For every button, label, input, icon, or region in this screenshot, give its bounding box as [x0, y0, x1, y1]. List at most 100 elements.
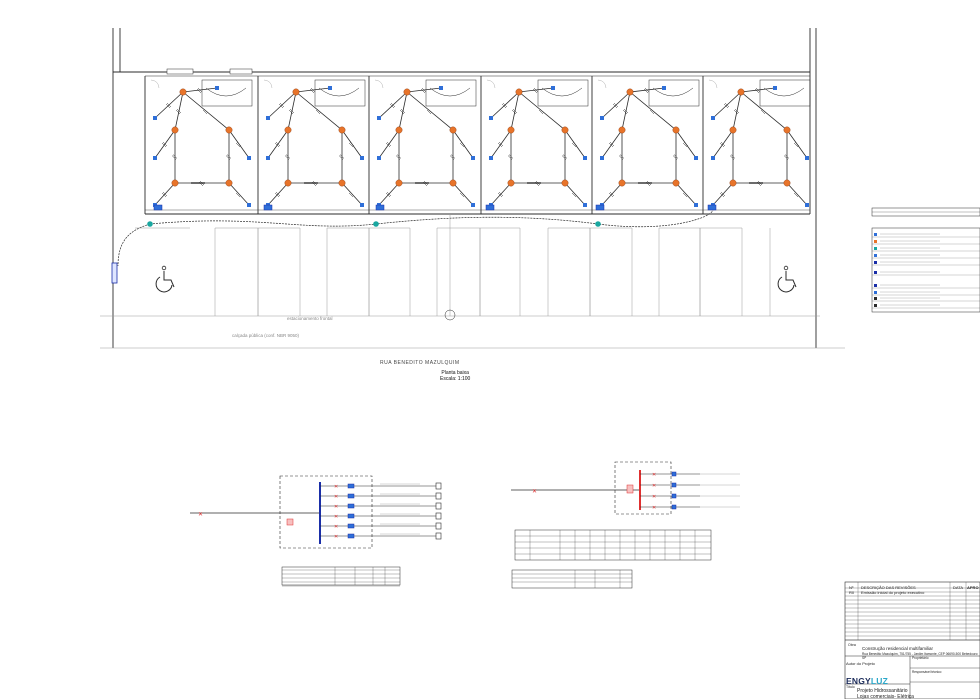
- project-title-label: Título: [846, 685, 855, 689]
- shop-unit: [480, 76, 589, 214]
- outlet: [377, 156, 381, 160]
- conductor-tick: [236, 191, 242, 197]
- ground-bar: [626, 484, 634, 494]
- view-title: Planta baixa: [441, 370, 469, 376]
- breaker-x: ✕: [652, 472, 656, 478]
- outlet: [328, 86, 332, 90]
- conductor-tick: [315, 109, 321, 115]
- light-point: [292, 88, 300, 96]
- breaker: [671, 504, 677, 510]
- conductor-tick: [572, 141, 578, 147]
- outlet: [153, 156, 157, 160]
- conductor-tick: [498, 141, 504, 147]
- shop-unit: [591, 76, 700, 214]
- conductor-tick: [622, 109, 628, 115]
- legend-symbol: [874, 271, 877, 274]
- window: [166, 68, 194, 75]
- conductor-tick: [449, 155, 455, 160]
- revision-header-appr: APRO: [967, 585, 979, 590]
- toilet-room: [314, 79, 366, 107]
- conductor-tick: [421, 87, 427, 93]
- legend-symbol: [874, 254, 877, 257]
- conductor-tick: [171, 155, 177, 160]
- outlet: [489, 156, 493, 160]
- breaker: [671, 493, 677, 499]
- light-point: [729, 179, 737, 187]
- conductor-tick: [459, 142, 465, 148]
- conductor-tick: [460, 191, 466, 197]
- conductor-tick: [386, 191, 392, 197]
- breaker-x: ✕: [652, 494, 656, 500]
- light-point: [561, 126, 569, 134]
- parking-label: estacionamento frontal: [287, 316, 333, 321]
- light-point: [225, 126, 233, 134]
- outlet: [360, 156, 364, 160]
- sidewalk-label: calçada pública (conf. NBR 9050): [232, 333, 300, 338]
- conductor-tick: [427, 108, 433, 114]
- revision-header-no: Nº: [849, 585, 854, 590]
- wheelchair-wheel: [777, 276, 795, 293]
- outlet: [471, 156, 475, 160]
- breaker-x: ✕: [652, 505, 656, 511]
- conductor-tick: [162, 141, 168, 147]
- conductor-tick: [502, 102, 508, 108]
- conductor-tick: [348, 192, 354, 198]
- conductor-tick: [349, 191, 355, 197]
- brand-luz: LUZ: [870, 676, 889, 686]
- load-table-right: [514, 529, 712, 561]
- conductor-tick: [538, 109, 544, 115]
- conductor-tick: [571, 142, 577, 148]
- legend-symbol: [874, 291, 877, 294]
- conductor-tick: [175, 109, 181, 115]
- accessible-parking-icon: [155, 265, 175, 293]
- table-frame: [511, 569, 633, 589]
- circuit-terminal: [435, 502, 442, 510]
- breaker-x: ✕: [334, 504, 338, 510]
- breaker: [347, 493, 355, 499]
- conductor-tick: [165, 103, 171, 109]
- conductor-tick: [285, 154, 291, 159]
- load-table-right-small: [511, 569, 633, 589]
- street-name: RUA BENEDITO MAZULQUIM: [380, 360, 460, 366]
- conductor-tick: [729, 155, 735, 160]
- conductor-tick: [784, 154, 790, 159]
- switchboard-diagram-right: ✕✕✕✕✕: [511, 461, 740, 589]
- basin: [763, 87, 805, 97]
- switchboard-diagram-left: ✕✕✕✕✕✕✕: [190, 475, 442, 587]
- conductor-tick: [643, 88, 649, 94]
- shop-unit: [257, 76, 366, 214]
- work-name: Construção residencial multifamiliar: [862, 646, 934, 651]
- junction-box: [147, 221, 153, 227]
- breaker-x: ✕: [334, 524, 338, 530]
- basin: [652, 87, 694, 97]
- work-address: Rua Benedito Mazulquim, 751/755 - Jardim…: [862, 652, 978, 660]
- outlet: [583, 156, 587, 160]
- outlet: [215, 86, 219, 90]
- feeder-cable: [117, 223, 151, 267]
- floor-plan: [100, 28, 845, 349]
- outlet: [377, 116, 381, 120]
- conductor-tick: [623, 108, 629, 114]
- outlet: [711, 116, 715, 120]
- conductor-tick: [720, 141, 726, 147]
- conductor-tick: [386, 141, 392, 147]
- brand-engy: ENGY: [846, 676, 871, 686]
- distribution-board: [375, 204, 385, 211]
- conductor-tick: [794, 191, 800, 197]
- conductor-tick: [618, 155, 624, 160]
- breaker: [347, 523, 355, 529]
- conductor-tick: [349, 141, 355, 147]
- legend-box: [871, 227, 980, 313]
- conductor-tick: [497, 192, 503, 198]
- conductor-tick: [562, 154, 568, 159]
- conductor-tick: [682, 142, 688, 148]
- window: [229, 68, 253, 75]
- toilet-room: [759, 79, 811, 107]
- conductor-tick: [730, 154, 736, 159]
- conductor-tick: [755, 87, 761, 93]
- outlet: [153, 116, 157, 120]
- conductor-tick: [760, 109, 766, 115]
- basin: [318, 87, 360, 97]
- light-point: [179, 88, 187, 96]
- conductor-tick: [683, 191, 689, 197]
